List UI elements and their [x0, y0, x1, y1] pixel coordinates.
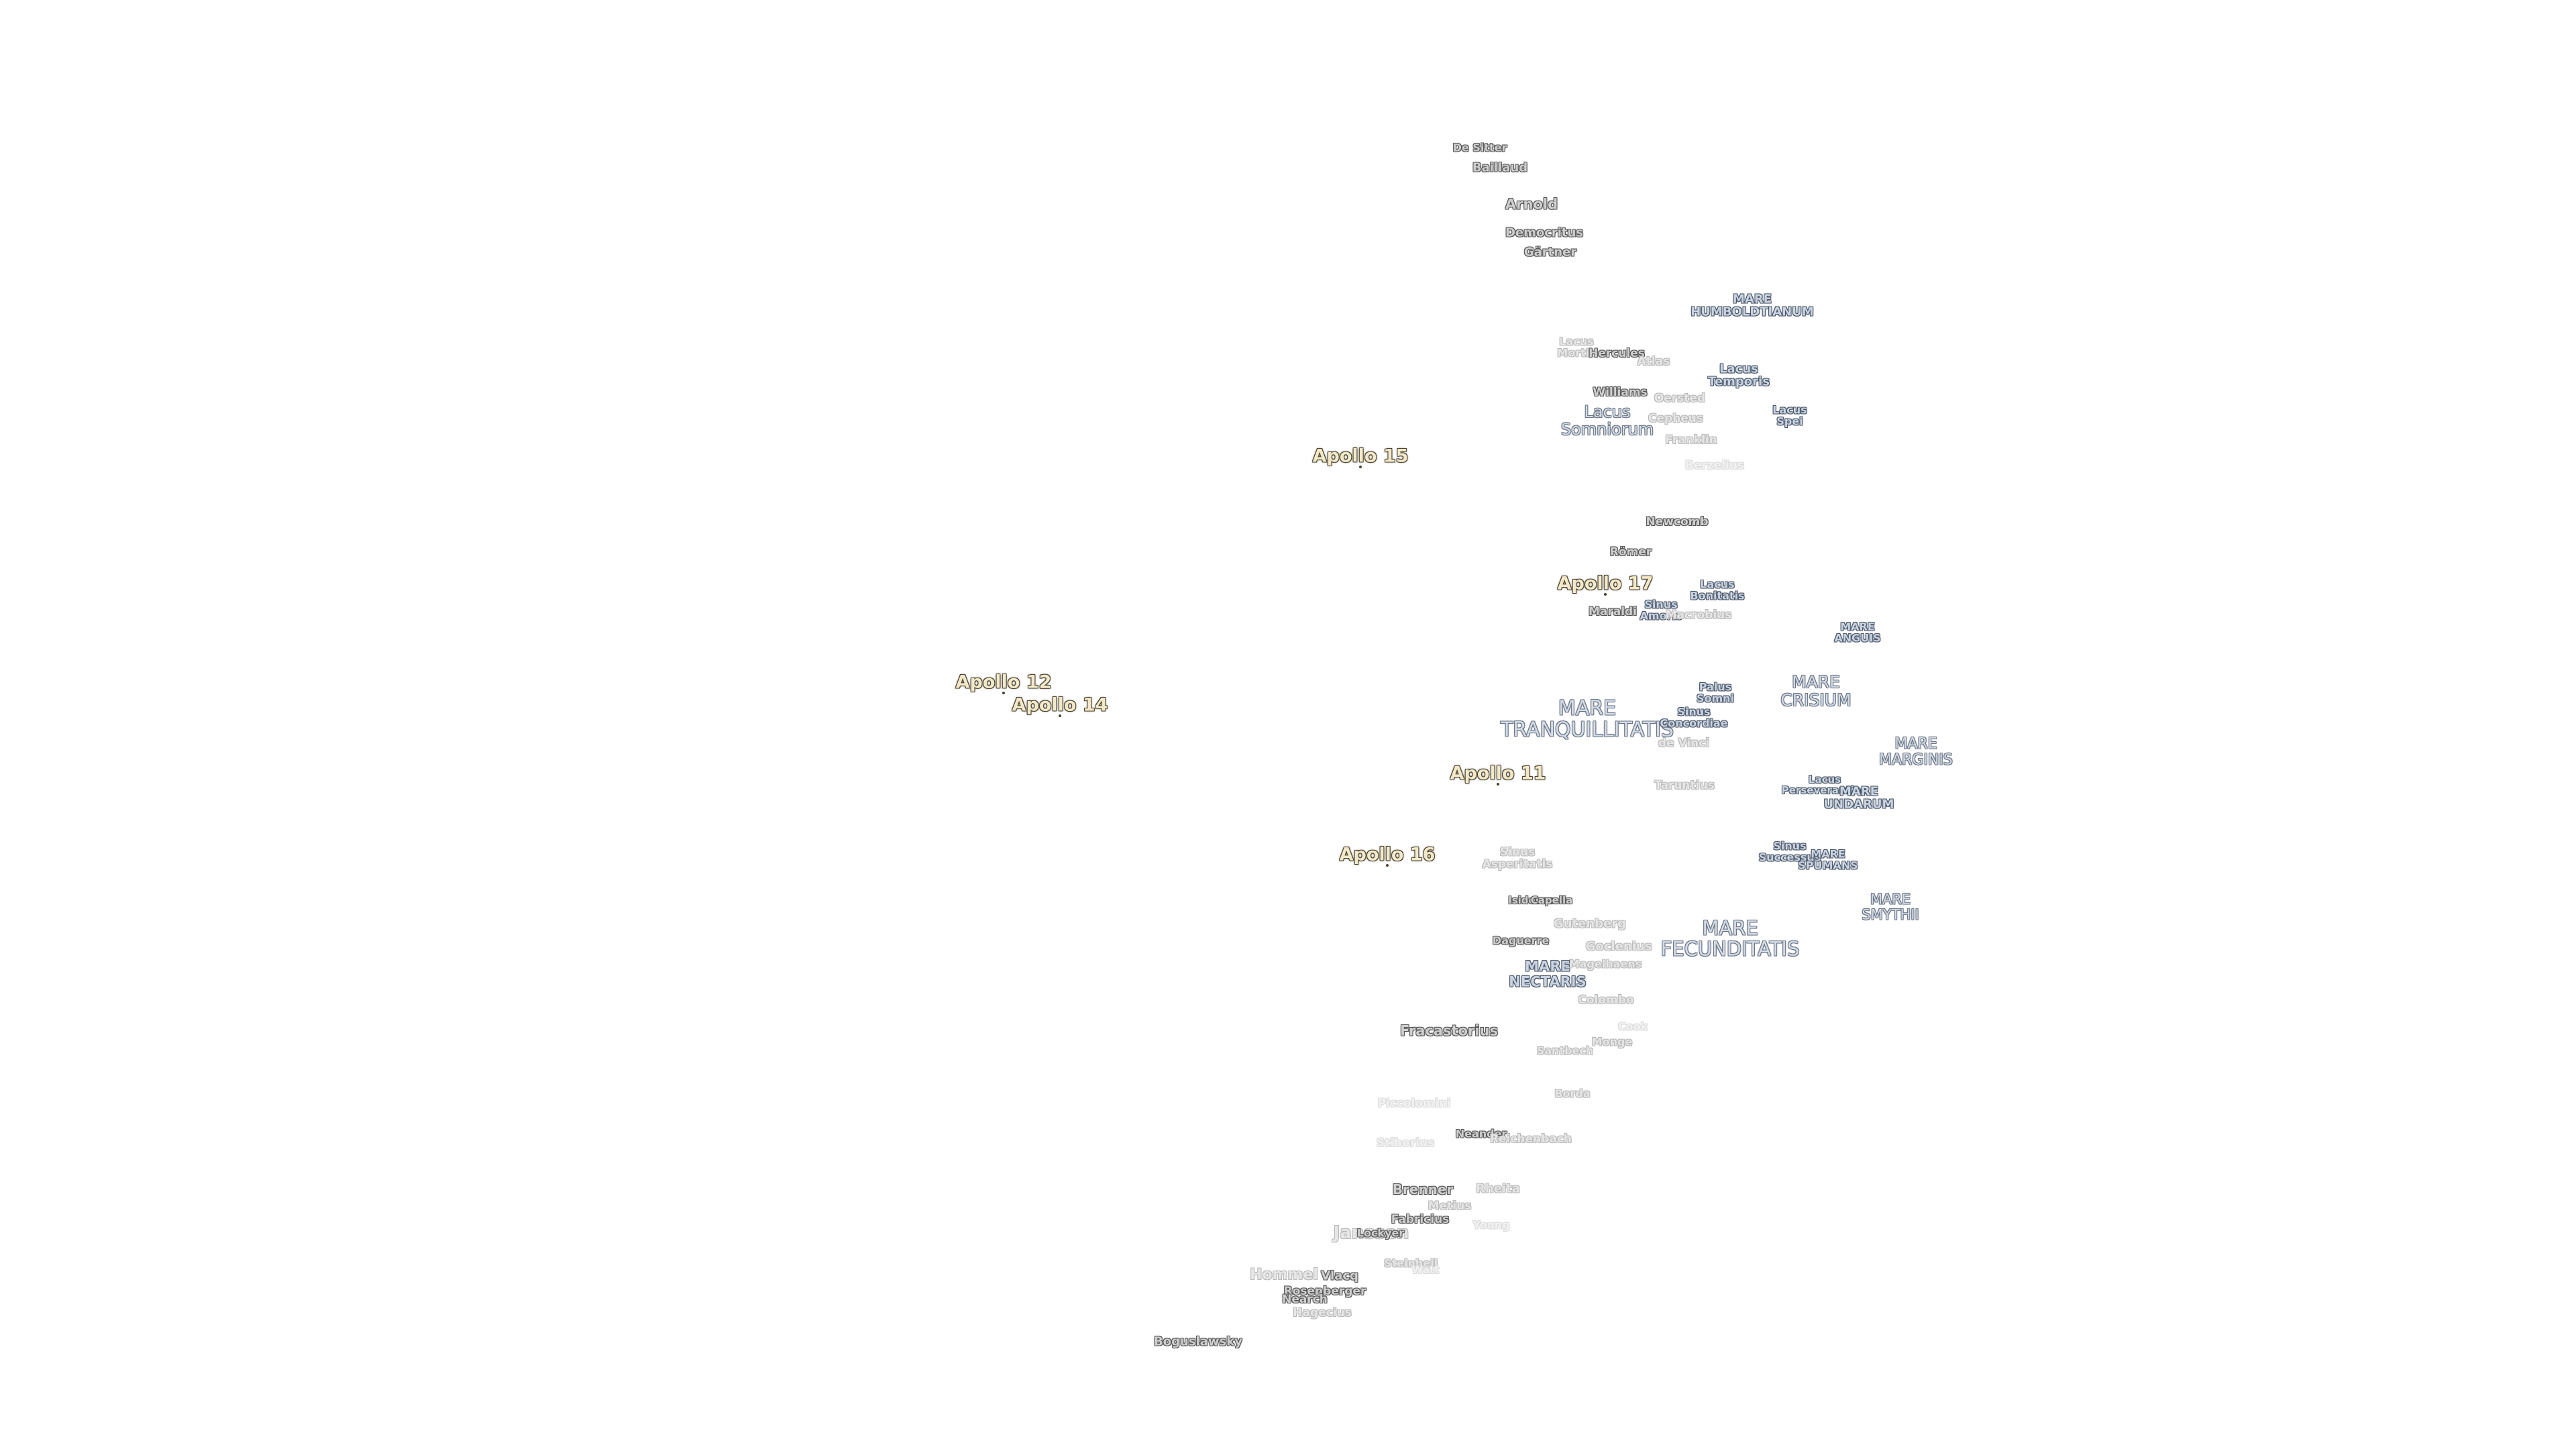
- feature-label-nearch: Nearch: [1282, 1292, 1328, 1306]
- feature-label-hagecius: Hagecius: [1293, 1305, 1352, 1320]
- landing-pin-icon: [1604, 593, 1607, 596]
- feature-label-macrobius: Macrobius: [1665, 608, 1732, 622]
- feature-label-vlacq: Vlacq: [1321, 1269, 1358, 1283]
- feature-label-hommel: Hommel: [1250, 1267, 1318, 1284]
- apollo-site-apollo-11[interactable]: Apollo 11: [1450, 763, 1546, 784]
- landing-pin-icon: [1002, 692, 1005, 694]
- feature-label-gartner: Gärtner: [1523, 245, 1577, 260]
- landing-pin-icon: [1359, 466, 1362, 468]
- feature-label-rosenberger: Rosenberger: [1283, 1284, 1366, 1298]
- feature-label-taruntius: Taruntius: [1654, 778, 1715, 792]
- feature-label-cook: Cook: [1617, 1020, 1648, 1033]
- feature-label-gutenberg: Gutenberg: [1553, 916, 1627, 931]
- feature-label-atlas: Atlas: [1637, 354, 1670, 368]
- feature-label-williams: Williams: [1593, 385, 1648, 399]
- feature-label-capella: Capella: [1530, 894, 1573, 906]
- feature-label-piccolomini: Piccolomini: [1377, 1096, 1451, 1110]
- feature-label-metius: Metius: [1428, 1199, 1472, 1213]
- apollo-site-apollo-14[interactable]: Apollo 14: [1012, 694, 1108, 716]
- landing-pin-icon: [1497, 783, 1499, 786]
- feature-label-baillaud: Baillaud: [1472, 160, 1528, 175]
- feature-label-reichenbach: Reichenbach: [1489, 1132, 1572, 1146]
- feature-label-monge: Monge: [1591, 1035, 1633, 1049]
- feature-label-de-sitter: De Sitter: [1452, 141, 1507, 154]
- feature-label-janssen: Janssen: [1333, 1222, 1409, 1243]
- feature-label-santbech: Santbech: [1536, 1044, 1594, 1057]
- landing-pin-icon: [1386, 864, 1389, 867]
- feature-label-young: Young: [1472, 1218, 1510, 1232]
- feature-label-de-vinci: de Vinci: [1658, 736, 1710, 750]
- feature-label-romer: Römer: [1609, 545, 1652, 559]
- feature-label-franklin: Franklin: [1665, 433, 1717, 447]
- feature-label-magelhaens: Magelhaens: [1568, 957, 1642, 971]
- feature-label-fabricius: Fabricius: [1391, 1212, 1450, 1226]
- feature-label-steinheil: Steinheil: [1383, 1256, 1438, 1270]
- feature-label-oersted: Oersted: [1654, 391, 1706, 405]
- landing-pin-icon: [1059, 714, 1061, 717]
- feature-label-borda: Borda: [1554, 1087, 1591, 1100]
- feature-label-berzelius: Berzelius: [1684, 458, 1745, 472]
- feature-label-cepheus: Cepheus: [1648, 411, 1704, 425]
- feature-label-fracastorius: Fracastorius: [1399, 1022, 1499, 1039]
- apollo-site-apollo-12[interactable]: Apollo 12: [955, 672, 1052, 693]
- feature-label-goclenius: Goclenius: [1585, 939, 1652, 954]
- apollo-site-apollo-15[interactable]: Apollo 15: [1312, 445, 1409, 467]
- feature-label-brenner: Brenner: [1392, 1181, 1454, 1198]
- feature-label-democritus: Democritus: [1505, 225, 1584, 240]
- feature-label-arnold: Arnold: [1505, 196, 1558, 213]
- feature-label-lockyer: Lockyer: [1356, 1226, 1405, 1240]
- feature-label-hercules: Hercules: [1589, 346, 1645, 360]
- feature-label-colombo: Colombo: [1578, 993, 1634, 1007]
- feature-label-maraldi: Maraldi: [1588, 604, 1638, 619]
- feature-label-stiborius: Stiborius: [1376, 1136, 1435, 1150]
- feature-label-neander: Neander: [1455, 1127, 1507, 1140]
- feature-label-boguslawsky: Boguslawsky: [1154, 1334, 1242, 1349]
- feature-label-isidorus: Isidorus: [1508, 894, 1554, 906]
- feature-label-newcomb: Newcomb: [1646, 515, 1709, 529]
- feature-label-watt: Watt: [1411, 1263, 1440, 1276]
- apollo-site-apollo-17[interactable]: Apollo 17: [1557, 573, 1654, 594]
- feature-label-daguerre: Daguerre: [1492, 934, 1550, 947]
- feature-label-rheita: Rheita: [1476, 1181, 1520, 1196]
- apollo-site-apollo-16[interactable]: Apollo 16: [1339, 844, 1436, 865]
